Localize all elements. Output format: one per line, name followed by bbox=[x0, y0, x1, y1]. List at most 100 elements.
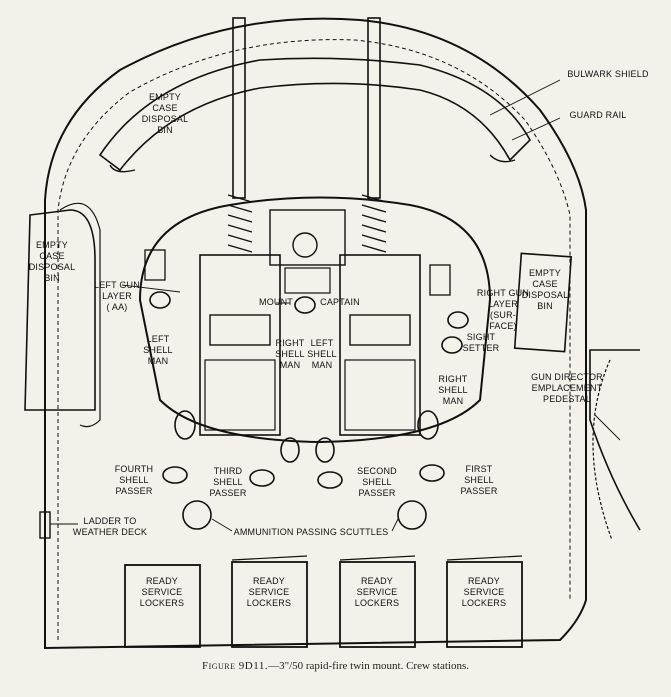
ready-locker-3 bbox=[339, 561, 416, 648]
right-bin-label-2: CASE bbox=[532, 279, 557, 289]
left-shell-man-b-label-3: MAN bbox=[312, 360, 333, 370]
bulwark-shield-outline bbox=[44, 17, 587, 650]
first-passer-label-2: SHELL bbox=[464, 475, 494, 485]
gun-director-pedestal bbox=[589, 349, 641, 531]
right-bin-label-3: DISPOSAL bbox=[522, 290, 569, 300]
locker-2-label-3: LOCKERS bbox=[247, 598, 291, 608]
left-bin-label-4: BIN bbox=[44, 273, 60, 283]
locker-4-label-2: SERVICE bbox=[464, 587, 505, 597]
left-shell-man-a-label-2: SHELL bbox=[143, 345, 173, 355]
locker-4-label-3: LOCKERS bbox=[462, 598, 506, 608]
sight-setter-station bbox=[441, 336, 463, 354]
fourth-passer-label-2: SHELL bbox=[119, 475, 149, 485]
left-gun-layer-label-2: LAYER bbox=[102, 291, 132, 301]
right-gun-housing bbox=[339, 254, 421, 436]
second-passer-label-1: SECOND bbox=[357, 466, 397, 476]
top-case-bin bbox=[98, 57, 531, 172]
first-passer-label-1: FIRST bbox=[466, 464, 493, 474]
left-case-bin bbox=[24, 209, 96, 411]
locker-2-label-2: SERVICE bbox=[249, 587, 290, 597]
left-shell-man-b-label-1: LEFT bbox=[311, 338, 334, 348]
gun-director-label-2: EMPLACEMENT bbox=[532, 383, 603, 393]
figure-caption-text: —3"/50 rapid-fire twin mount. Crew stati… bbox=[268, 660, 470, 672]
right-gun-layer-station bbox=[447, 311, 469, 329]
locker-1-label-1: READY bbox=[146, 576, 178, 586]
third-passer-label-3: PASSER bbox=[209, 488, 246, 498]
locker-1-label-2: SERVICE bbox=[142, 587, 183, 597]
right-shell-man-station bbox=[417, 410, 439, 440]
scuttles-label: AMMUNITION PASSING SCUTTLES bbox=[234, 527, 389, 537]
locker-3-label-2: SERVICE bbox=[357, 587, 398, 597]
top-bin-label-2: CASE bbox=[152, 103, 177, 113]
left-shell-man-a-label-3: MAN bbox=[148, 356, 169, 366]
left-shell-man-a-label-1: LEFT bbox=[147, 334, 170, 344]
mount-label: MOUNT bbox=[259, 297, 293, 307]
top-bin-label-3: DISPOSAL bbox=[142, 114, 189, 124]
fourth-passer-label-3: PASSER bbox=[115, 486, 152, 496]
ready-locker-2 bbox=[231, 561, 308, 648]
right-ammo-scuttle bbox=[397, 500, 427, 530]
ladder bbox=[39, 511, 51, 539]
right-gun-layer-label-4: FACE) bbox=[489, 321, 517, 331]
gun-director-label-3: PEDESTAL bbox=[543, 394, 591, 404]
second-passer-label-2: SHELL bbox=[362, 477, 392, 487]
guard-rail-label: GUARD RAIL bbox=[569, 110, 626, 120]
right-shell-man-a-label-2: SHELL bbox=[275, 349, 305, 359]
third-passer-station bbox=[249, 469, 275, 487]
fourth-passer-station bbox=[162, 466, 188, 484]
left-shell-man-station bbox=[174, 410, 196, 440]
first-passer-station bbox=[419, 464, 445, 482]
left-gun-housing bbox=[199, 254, 281, 436]
sight-setter-label-1: SIGHT bbox=[467, 332, 496, 342]
right-gun-layer-label-3: (SUR- bbox=[490, 310, 516, 320]
sight-setter-label-2: SETTER bbox=[463, 343, 500, 353]
left-recoil-spring bbox=[227, 194, 253, 253]
left-bin-label-2: CASE bbox=[39, 251, 64, 261]
ladder-label-1: LADDER TO bbox=[84, 516, 137, 526]
right-gun-barrel bbox=[367, 17, 381, 199]
captain-station bbox=[294, 296, 316, 314]
gun-director-label-1: GUN DIRECTOR bbox=[531, 372, 603, 382]
locker-4-label-1: READY bbox=[468, 576, 500, 586]
bulwark-shield-label: BULWARK SHIELD bbox=[567, 69, 649, 79]
top-bin-label-4: BIN bbox=[157, 125, 173, 135]
left-shell-man-b-label-2: SHELL bbox=[307, 349, 337, 359]
right-gun-layer-label-1: RIGHT GUN bbox=[477, 288, 529, 298]
guard-rail bbox=[57, 39, 571, 640]
figure-number: Figure 9D11. bbox=[201, 660, 269, 672]
top-bin-label-1: EMPTY bbox=[149, 92, 181, 102]
mount-housing bbox=[138, 196, 492, 444]
third-passer-label-1: THIRD bbox=[214, 466, 243, 476]
left-ammo-scuttle bbox=[182, 500, 212, 530]
left-bin-label-1: EMPTY bbox=[36, 240, 68, 250]
locker-2-label-1: READY bbox=[253, 576, 285, 586]
left-gun-layer-label-1: LEFT GUN bbox=[94, 280, 140, 290]
second-passer-label-3: PASSER bbox=[358, 488, 395, 498]
second-passer-station bbox=[317, 471, 343, 489]
right-case-bin bbox=[513, 252, 573, 353]
figure-caption: Figure 9D11.—3"/50 rapid-fire twin mount… bbox=[0, 660, 671, 672]
fourth-passer-label-1: FOURTH bbox=[115, 464, 154, 474]
right-gun-layer-label-2: LAYER bbox=[488, 299, 518, 309]
right-bin-label-1: EMPTY bbox=[529, 268, 561, 278]
left-gun-layer-label-3: ( AA) bbox=[106, 302, 127, 312]
right-shell-man-b-label-1: RIGHT bbox=[439, 374, 468, 384]
left-gun-barrel bbox=[232, 17, 246, 199]
captain-label: CAPTAIN bbox=[320, 297, 360, 307]
right-recoil-spring bbox=[361, 194, 387, 253]
right-shell-man-b-label-2: SHELL bbox=[438, 385, 468, 395]
locker-1-label-3: LOCKERS bbox=[140, 598, 184, 608]
locker-3-label-1: READY bbox=[361, 576, 393, 586]
left-bin-label-3: DISPOSAL bbox=[29, 262, 76, 272]
right-shell-man-a-label-1: RIGHT bbox=[276, 338, 305, 348]
right-shell-man-a-label-3: MAN bbox=[280, 360, 301, 370]
locker-3-label-3: LOCKERS bbox=[355, 598, 399, 608]
ladder-label-2: WEATHER DECK bbox=[73, 527, 147, 537]
third-passer-label-2: SHELL bbox=[213, 477, 243, 487]
right-shell-man-b-label-3: MAN bbox=[443, 396, 464, 406]
left-gun-layer-station bbox=[149, 291, 171, 309]
right-bin-label-4: BIN bbox=[537, 301, 553, 311]
first-passer-label-3: PASSER bbox=[460, 486, 497, 496]
